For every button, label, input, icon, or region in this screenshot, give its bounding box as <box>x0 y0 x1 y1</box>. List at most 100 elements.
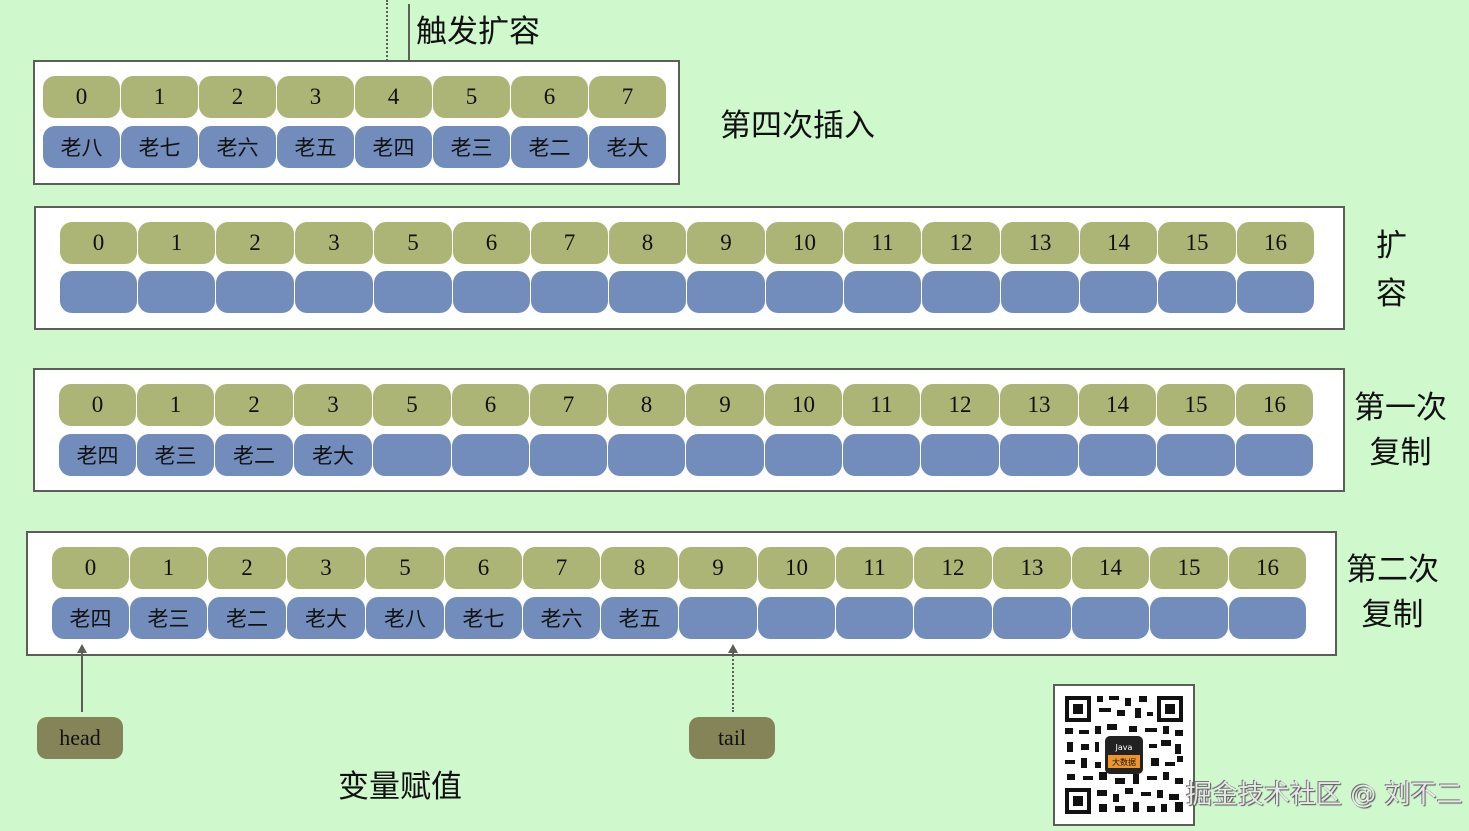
value-cell <box>1158 271 1236 313</box>
value-cell: 老五 <box>277 126 354 168</box>
value-cell <box>836 597 913 639</box>
watermark: 掘金技术社区 @ 刘不二 <box>1186 780 1463 810</box>
tail-arrowhead-icon <box>728 644 738 653</box>
index-cell: 5 <box>366 547 444 589</box>
index-cell: 14 <box>1072 547 1149 589</box>
value-cell <box>687 271 765 313</box>
stage2-value-row <box>60 271 1315 313</box>
value-cell: 老四 <box>52 597 129 639</box>
tail-arrow <box>732 652 734 712</box>
value-cell: 老二 <box>208 597 286 639</box>
index-cell: 3 <box>287 547 365 589</box>
stage2-label-line1: 扩 <box>1376 228 1407 263</box>
value-cell: 老二 <box>511 126 588 168</box>
value-cell <box>295 271 373 313</box>
stage3-label-line2: 复制 <box>1369 434 1432 470</box>
index-cell: 1 <box>137 384 214 426</box>
head-pointer: head <box>37 717 123 759</box>
index-cell: 0 <box>43 76 120 118</box>
index-cell: 7 <box>589 76 666 118</box>
index-cell: 13 <box>1000 384 1078 426</box>
stage4-label: 第二次 复制 <box>1346 548 1439 638</box>
index-cell: 0 <box>60 222 137 264</box>
index-cell: 1 <box>130 547 207 589</box>
value-cell <box>1000 434 1078 476</box>
value-cell <box>1079 434 1156 476</box>
trigger-label: 触发扩容 <box>416 14 540 49</box>
value-cell: 老三 <box>137 434 214 476</box>
index-cell: 8 <box>609 222 686 264</box>
value-cell: 老六 <box>523 597 600 639</box>
index-cell: 14 <box>1079 384 1156 426</box>
stage1-value-row: 老八老七老六老五老四老三老二老大 <box>43 126 667 168</box>
value-cell: 老七 <box>121 126 198 168</box>
index-cell: 16 <box>1237 222 1314 264</box>
index-cell: 15 <box>1158 222 1236 264</box>
index-cell: 7 <box>530 384 607 426</box>
index-cell: 6 <box>511 76 588 118</box>
qr-code: Java 大数据 <box>1053 684 1195 826</box>
stage3-label-line1: 第一次 <box>1354 390 1447 425</box>
value-cell: 老三 <box>130 597 207 639</box>
value-cell <box>608 434 685 476</box>
index-cell: 15 <box>1150 547 1228 589</box>
value-cell <box>1150 597 1228 639</box>
head-arrow <box>81 652 83 712</box>
trigger-solid-arrow <box>408 4 410 64</box>
stage2-label-line2: 容 <box>1376 276 1407 312</box>
index-cell: 16 <box>1236 384 1313 426</box>
qr-code-icon: Java 大数据 <box>1055 686 1193 824</box>
value-cell <box>686 434 764 476</box>
index-cell: 9 <box>687 222 765 264</box>
index-cell: 2 <box>208 547 286 589</box>
tail-pointer: tail <box>689 717 775 759</box>
value-cell <box>679 597 757 639</box>
value-cell <box>531 271 608 313</box>
value-cell: 老三 <box>433 126 510 168</box>
index-cell: 10 <box>758 547 835 589</box>
index-cell: 10 <box>766 222 843 264</box>
value-cell: 老大 <box>294 434 372 476</box>
index-cell: 5 <box>433 76 510 118</box>
index-cell: 16 <box>1229 547 1306 589</box>
value-cell <box>609 271 686 313</box>
footer-label: 变量赋值 <box>338 769 462 804</box>
index-cell: 8 <box>608 384 685 426</box>
index-cell: 11 <box>836 547 913 589</box>
index-cell: 7 <box>531 222 608 264</box>
value-cell <box>216 271 294 313</box>
value-cell <box>1001 271 1079 313</box>
index-cell: 2 <box>215 384 293 426</box>
index-cell: 3 <box>294 384 372 426</box>
index-cell: 6 <box>452 384 529 426</box>
stage2-label: 扩 容 <box>1376 222 1407 318</box>
value-cell <box>453 271 530 313</box>
index-cell: 5 <box>374 222 452 264</box>
trigger-dotted-arrow <box>386 0 388 64</box>
index-cell: 9 <box>679 547 757 589</box>
value-cell <box>765 434 842 476</box>
index-cell: 6 <box>445 547 522 589</box>
value-cell <box>452 434 529 476</box>
index-cell: 1 <box>138 222 215 264</box>
index-cell: 11 <box>844 222 921 264</box>
value-cell: 老大 <box>287 597 365 639</box>
value-cell <box>1229 597 1306 639</box>
index-cell: 0 <box>52 547 129 589</box>
stage3-label: 第一次 复制 <box>1354 386 1447 476</box>
index-cell: 2 <box>199 76 276 118</box>
index-cell: 3 <box>277 76 354 118</box>
value-cell <box>374 271 452 313</box>
value-cell: 老七 <box>445 597 522 639</box>
value-cell <box>1157 434 1235 476</box>
index-cell: 14 <box>1080 222 1157 264</box>
value-cell: 老二 <box>215 434 293 476</box>
index-cell: 0 <box>59 384 136 426</box>
value-cell <box>1072 597 1149 639</box>
index-cell: 13 <box>993 547 1071 589</box>
index-cell: 1 <box>121 76 198 118</box>
index-cell: 12 <box>914 547 992 589</box>
